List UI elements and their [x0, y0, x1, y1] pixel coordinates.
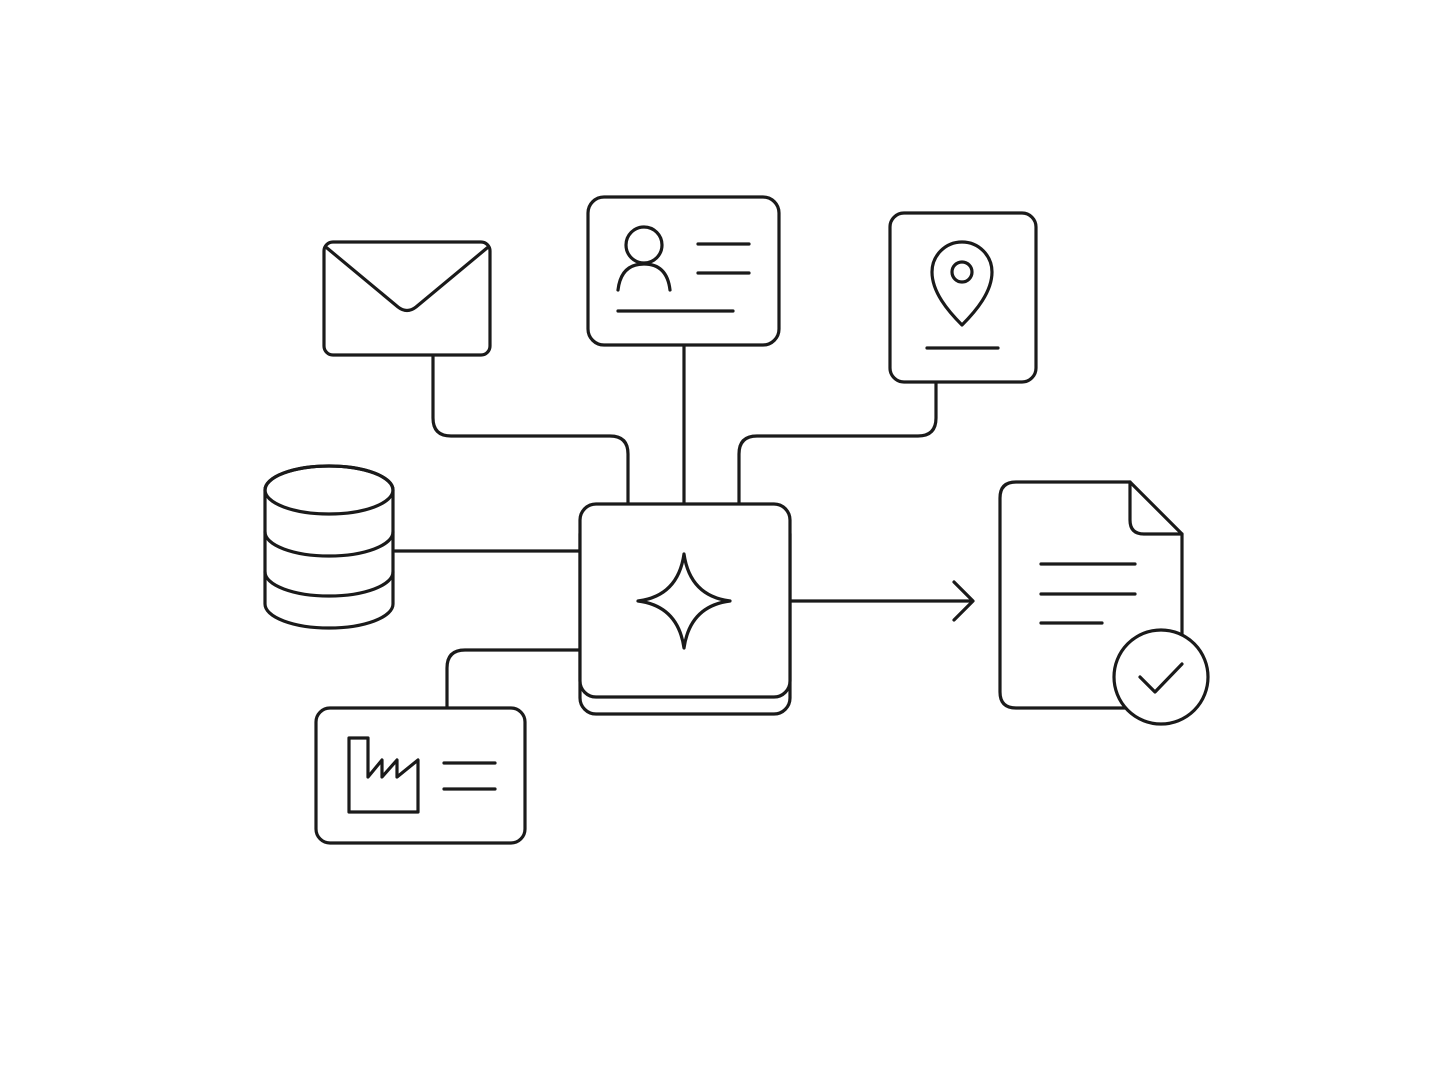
connector-company-to-hub	[445, 648, 582, 710]
document-fold	[1128, 480, 1184, 536]
database-top	[263, 464, 395, 516]
pin-outline	[930, 240, 994, 327]
email-node	[322, 240, 492, 357]
map-pin-icon	[925, 240, 1000, 350]
database-band	[263, 570, 395, 598]
checkmark-icon	[1138, 662, 1184, 694]
factory-icon	[347, 736, 497, 814]
contact-card-icon	[616, 225, 751, 313]
document-check-icon	[998, 480, 1210, 726]
connectors	[393, 343, 975, 710]
pin-dot	[950, 260, 974, 284]
contact-card-frame	[586, 195, 781, 347]
envelope-frame	[322, 240, 492, 357]
location-card-frame	[888, 211, 1038, 384]
database-node	[263, 464, 395, 630]
company-node	[314, 706, 527, 845]
arrow-head-icon	[952, 580, 975, 622]
location-node	[888, 211, 1038, 384]
check-badge	[1112, 628, 1210, 726]
database-body	[263, 464, 395, 630]
company-card-frame	[314, 706, 527, 845]
connector-location-to-hub	[737, 380, 938, 505]
connector-email-to-hub	[431, 353, 630, 505]
output-node	[998, 480, 1210, 726]
hub-node	[578, 502, 792, 716]
factory-outline	[347, 736, 420, 814]
sparkle-icon	[636, 552, 732, 650]
envelope-icon	[325, 246, 489, 313]
database-band	[263, 530, 395, 558]
hub-card-front	[578, 502, 792, 699]
person-body-icon	[616, 262, 672, 292]
contact-node	[586, 195, 781, 347]
database-icon	[263, 464, 395, 630]
